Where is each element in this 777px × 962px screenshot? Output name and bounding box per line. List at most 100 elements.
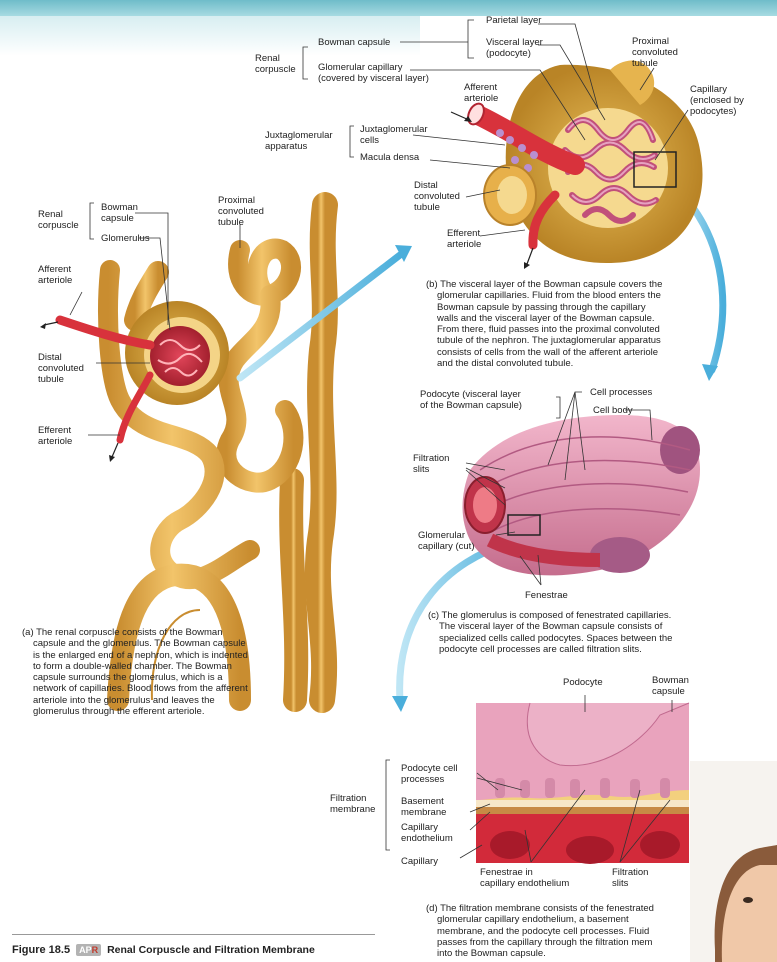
label-d-capillary-endothelium: Capillary endothelium — [401, 822, 453, 844]
label-line: apparatus — [265, 141, 333, 152]
label-b-proximal-tubule: Proximal convoluted tubule — [632, 36, 678, 69]
label-a-bowman-capsule: Bowman capsule — [101, 202, 138, 224]
caption-line: glomerular capillaries. Fluid from the b… — [426, 290, 662, 301]
label-line: Renal — [38, 209, 79, 220]
label-line: Podocyte (visceral layer — [420, 389, 522, 400]
caption-line: tubule of the nephron. The juxtaglomerul… — [426, 335, 662, 346]
caption-line: The visceral layer of the Bowman capsule… — [428, 621, 672, 632]
label-line: arteriole — [447, 239, 481, 250]
label-line: convoluted — [38, 363, 84, 374]
caption-line: capsule and the glomerulus. The Bowman c… — [22, 638, 248, 649]
label-d-fenestrae-endothelium: Fenestrae in capillary endothelium — [480, 867, 569, 889]
label-b-visceral-layer: Visceral layer (podocyte) — [486, 37, 543, 59]
label-line: Capillary — [401, 822, 453, 833]
label-line: Podocyte cell — [401, 763, 458, 774]
label-c-glomerular-cut: Glomerular capillary (cut) — [418, 530, 475, 552]
caption-line: arteriole into the glomerulus and leaves… — [22, 695, 248, 706]
label-line: convoluted — [218, 206, 264, 217]
caption-line: (b) The visceral layer of the Bowman cap… — [426, 279, 662, 290]
label-b-jg-cells: Juxtaglomerular cells — [360, 124, 428, 146]
label-line: Distal — [38, 352, 84, 363]
caption-line: is the enlarged end of a nephron, which … — [22, 650, 248, 661]
label-d-basement-membrane: Basement membrane — [401, 796, 446, 818]
label-b-efferent-arteriole: Efferent arteriole — [447, 228, 481, 250]
caption-line: into the Bowman capsule. — [426, 948, 688, 959]
label-line: capillary endothelium — [480, 878, 569, 889]
label-b-renal-corpuscle: Renal corpuscle — [255, 53, 296, 75]
label-line: Visceral layer — [486, 37, 543, 48]
label-line: (enclosed by — [690, 95, 744, 106]
label-c-podocyte: Podocyte (visceral layer of the Bowman c… — [420, 389, 522, 411]
label-line: arteriole — [38, 275, 72, 286]
caption-line: glomerulus through the efferent arteriol… — [22, 706, 248, 717]
label-line: (podocyte) — [486, 48, 543, 59]
label-b-glomerular-capillary: Glomerular capillary (covered by viscera… — [318, 62, 429, 84]
label-line: Efferent — [38, 425, 72, 436]
label-line: tubule — [218, 217, 264, 228]
caption-b: (b) The visceral layer of the Bowman cap… — [426, 279, 662, 369]
caption-line: (a) The renal corpuscle consists of the … — [22, 627, 248, 638]
label-line: capsule — [101, 213, 138, 224]
label-line: of the Bowman capsule) — [420, 400, 522, 411]
label-line: arteriole — [38, 436, 72, 447]
label-line: endothelium — [401, 833, 453, 844]
caption-line: (c) The glomerulus is composed of fenest… — [428, 610, 672, 621]
caption-line: From there, fluid passes into the proxim… — [426, 324, 662, 335]
label-c-fenestrae: Fenestrae — [525, 590, 568, 601]
label-line: Glomerular — [418, 530, 475, 541]
label-line: Afferent — [464, 82, 498, 93]
label-b-distal-tubule: Distal convoluted tubule — [414, 180, 460, 213]
caption-line: (d) The filtration membrane consists of … — [426, 903, 688, 914]
label-a-afferent-arteriole: Afferent arteriole — [38, 264, 72, 286]
label-line: tubule — [38, 374, 84, 385]
label-line: corpuscle — [255, 64, 296, 75]
label-line: Juxtaglomerular — [265, 130, 333, 141]
label-b-macula-densa: Macula densa — [360, 152, 419, 163]
label-a-renal-corpuscle: Renal corpuscle — [38, 209, 79, 231]
label-line: cells — [360, 135, 428, 146]
caption-line: capsule surrounds the glomerulus, which … — [22, 672, 248, 683]
caption-line: to form a double-walled chamber. The Bow… — [22, 661, 248, 672]
figure-number: Figure 18.5 — [12, 944, 70, 956]
caption-d: (d) The filtration membrane consists of … — [426, 903, 688, 959]
label-line: Capillary — [690, 84, 744, 95]
label-line: Afferent — [38, 264, 72, 275]
caption-line: network of capillaries. Blood flows from… — [22, 683, 248, 694]
caption-line: podocyte cell processes are called filtr… — [428, 644, 672, 655]
label-line: processes — [401, 774, 458, 785]
caption-line: membrane, and the podocyte cell processe… — [426, 926, 688, 937]
label-line: Filtration — [330, 793, 375, 804]
apr-badge-a: AP — [79, 945, 92, 955]
label-line: capillary (cut) — [418, 541, 475, 552]
label-a-glomerulus: Glomerulus — [101, 233, 150, 244]
label-line: Filtration — [413, 453, 449, 464]
label-line: membrane — [330, 804, 375, 815]
label-line: convoluted — [414, 191, 460, 202]
label-line: Fenestrae in — [480, 867, 569, 878]
label-b-jg-apparatus: Juxtaglomerular apparatus — [265, 130, 333, 152]
filtration-membrane-illustration — [476, 703, 689, 864]
label-line: membrane — [401, 807, 446, 818]
label-line: podocytes) — [690, 106, 744, 117]
caption-line: glomerular capillary endothelium, a base… — [426, 914, 688, 925]
label-b-afferent-arteriole: Afferent arteriole — [464, 82, 498, 104]
caption-a: (a) The renal corpuscle consists of the … — [22, 627, 248, 717]
label-line: Proximal — [632, 36, 678, 47]
label-b-bowman-capsule: Bowman capsule — [318, 37, 390, 48]
apr-badge: APR — [76, 944, 101, 956]
label-a-proximal-tubule: Proximal convoluted tubule — [218, 195, 264, 228]
caption-line: and the distal convoluted tubule. — [426, 358, 662, 369]
label-a-efferent-arteriole: Efferent arteriole — [38, 425, 72, 447]
avatar-face — [690, 761, 777, 962]
label-line: tubule — [632, 58, 678, 69]
label-line: Bowman — [652, 675, 689, 686]
caption-line: Bowman capsule by passing through the ca… — [426, 302, 662, 313]
figure-rule — [12, 934, 375, 935]
figure-title-text: Renal Corpuscle and Filtration Membrane — [107, 944, 315, 956]
label-c-filtration-slits: Filtration slits — [413, 453, 449, 475]
label-line: Renal — [255, 53, 296, 64]
caption-c: (c) The glomerulus is composed of fenest… — [428, 610, 672, 655]
label-d-podocyte-processes: Podocyte cell processes — [401, 763, 458, 785]
label-d-filtration-membrane: Filtration membrane — [330, 793, 375, 815]
label-d-podocyte: Podocyte — [563, 677, 603, 688]
